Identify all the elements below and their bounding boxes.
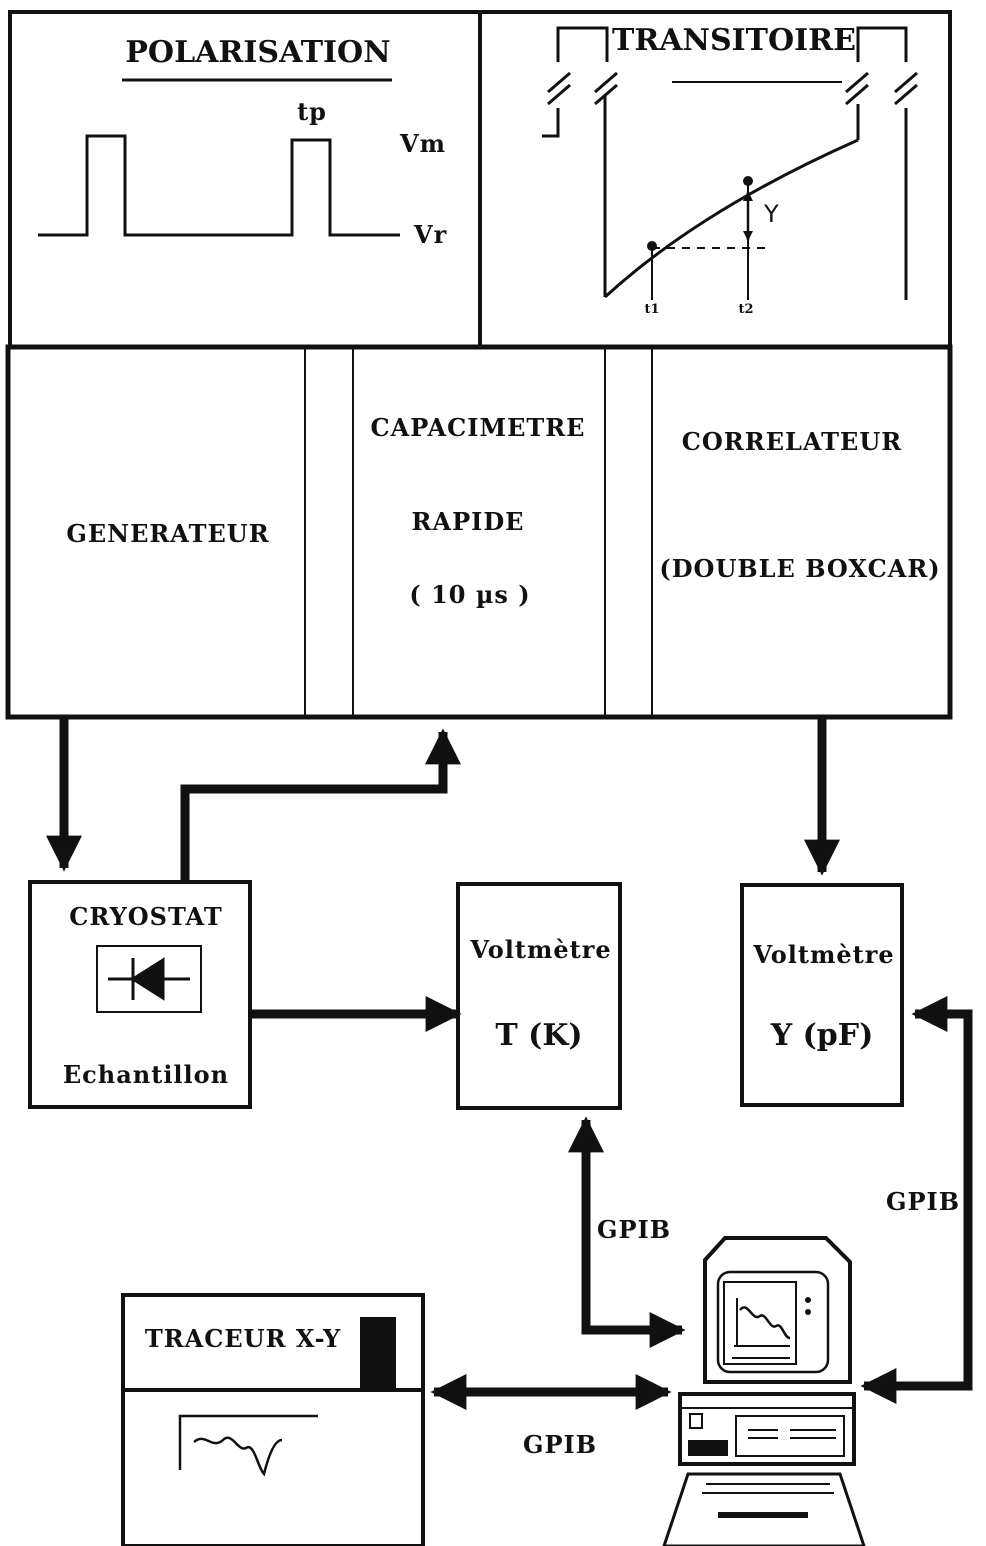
diode-icon [108, 957, 190, 1001]
capacimetre-rapide-label: RAPIDE [412, 507, 525, 536]
gpib-voltmetre-t-to-computer [568, 1116, 686, 1348]
gpib-left-label: GPIB [597, 1215, 671, 1244]
gpib-bottom-label: GPIB [523, 1430, 597, 1459]
computer-icon [662, 1236, 866, 1546]
echantillon-label: Echantillon [63, 1060, 229, 1089]
voltmetre-y-box: Voltmètre Y (pF) [740, 883, 904, 1107]
voltmetre-t-value: T (K) [495, 1018, 582, 1053]
instrument-rack-frame [5, 344, 953, 720]
vm-label: Vm [399, 129, 446, 158]
top-panels: POLARISATION tp Vm Vr TRANSITOIRE [8, 10, 952, 349]
cryostat-label: CRYOSTAT [69, 902, 222, 931]
gpib-voltmetre-y-to-computer [860, 996, 973, 1404]
instrument-rack: GENERATEUR CAPACIMETRE RAPIDE ( 10 µs ) … [5, 344, 953, 720]
transitoire-panel [478, 10, 952, 349]
transitoire-title: TRANSITOIRE [612, 23, 856, 58]
diode-frame [96, 945, 202, 1013]
t1-point [647, 241, 657, 251]
double-boxcar-label: (DOUBLE BOXCAR) [659, 554, 940, 583]
plot-trace-icon [178, 1414, 318, 1477]
generateur-label: GENERATEUR [66, 519, 269, 548]
traceur-label: TRACEUR X-Y [145, 1324, 341, 1353]
voltmetre-y-value: Y (pF) [770, 1018, 874, 1053]
t2-label: t2 [738, 302, 753, 317]
transient-waveform [542, 26, 908, 300]
correlateur-label: CORRELATEUR [682, 427, 902, 456]
t2-point [743, 176, 753, 186]
polarisation-title: POLARISATION [125, 35, 390, 70]
capacimetre-label: CAPACIMETRE [371, 413, 586, 442]
vr-label: Vr [413, 220, 447, 249]
traceur-pen-block [360, 1317, 396, 1389]
voltmetre-t-title: Voltmètre [469, 935, 611, 964]
gpib-right-label: GPIB [886, 1187, 960, 1216]
connections [46, 717, 973, 1410]
break-marks [547, 71, 918, 106]
cryostat-box: CRYOSTAT Echantillon [28, 880, 252, 1109]
arrow-cryostat-to-capacimetre [180, 728, 461, 882]
t1-label: t1 [644, 302, 659, 317]
traceur-xy: TRACEUR X-Y [121, 1293, 425, 1546]
voltmetre-t-box: Voltmètre T (K) [456, 882, 622, 1110]
tp-label: tp [297, 97, 327, 126]
capacimetre-time-label: ( 10 µs ) [409, 580, 530, 609]
y-label: Y [763, 200, 780, 228]
voltmetre-y-title: Voltmètre [752, 940, 894, 969]
pulse-waveform [38, 134, 400, 237]
